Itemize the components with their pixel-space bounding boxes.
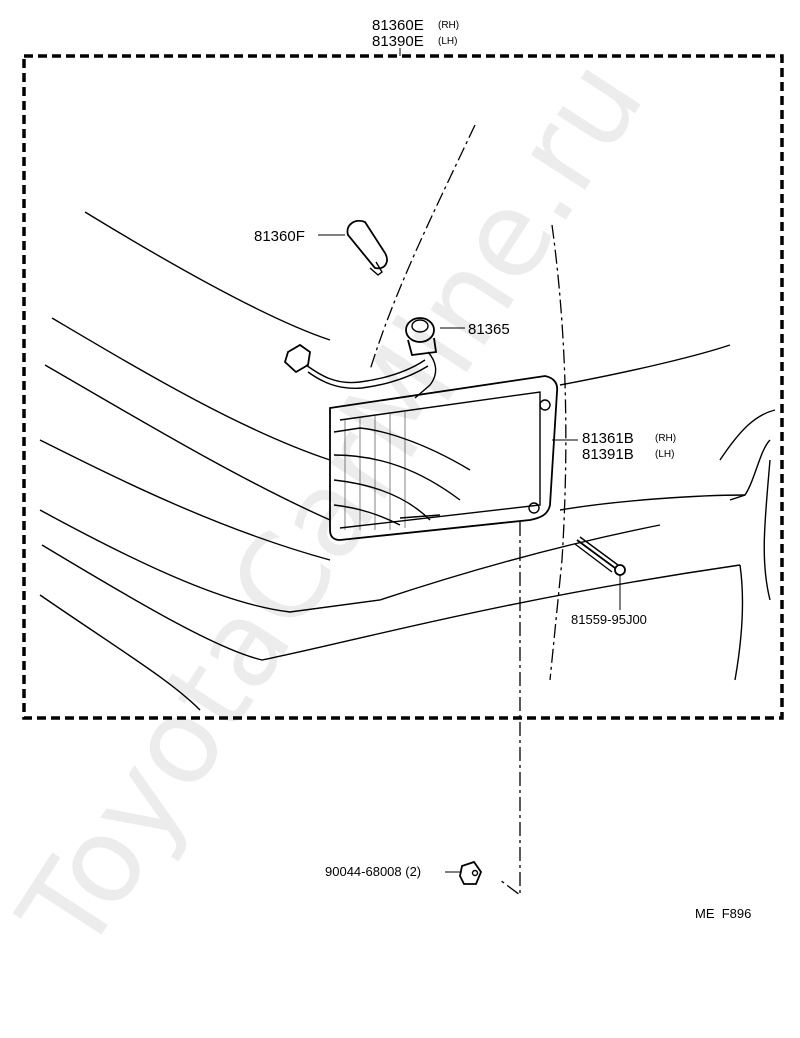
- lens-label-rh-side: (RH): [655, 433, 676, 444]
- bulb-label: 81360F: [254, 228, 305, 245]
- assembly-label-rh-part: 81360E: [372, 17, 424, 34]
- nut-label: 90044-68008 (2): [325, 864, 421, 879]
- bulb-icon: [346, 220, 388, 276]
- lens-label-lh-part: 81391B: [582, 446, 634, 463]
- vehicle-body-outline: [39, 124, 776, 711]
- assembly-label-lh-side: (LH): [438, 36, 457, 47]
- screw-label: 81559-95J00: [571, 612, 647, 627]
- socket-label: 81365: [468, 321, 510, 338]
- assembly-label-rh-side: (RH): [438, 20, 459, 31]
- watermark: ToyotaCarMine.ru: [0, 36, 670, 977]
- corner-lamp-lens: [329, 375, 559, 541]
- socket-icon: [405, 317, 438, 399]
- lens-label-lh-side: (LH): [655, 449, 674, 460]
- nut-leader: [499, 522, 521, 897]
- figure-code: ME F896: [695, 906, 751, 921]
- screw-icon: [574, 536, 626, 576]
- nut-icon: [459, 860, 483, 885]
- assembly-label-lh-part: 81390E: [372, 33, 424, 50]
- assembly-frame: [22, 48, 784, 720]
- lens-label-rh-part: 81361B: [582, 430, 634, 447]
- wire-harness: [283, 343, 429, 389]
- leader-lines: [318, 234, 621, 873]
